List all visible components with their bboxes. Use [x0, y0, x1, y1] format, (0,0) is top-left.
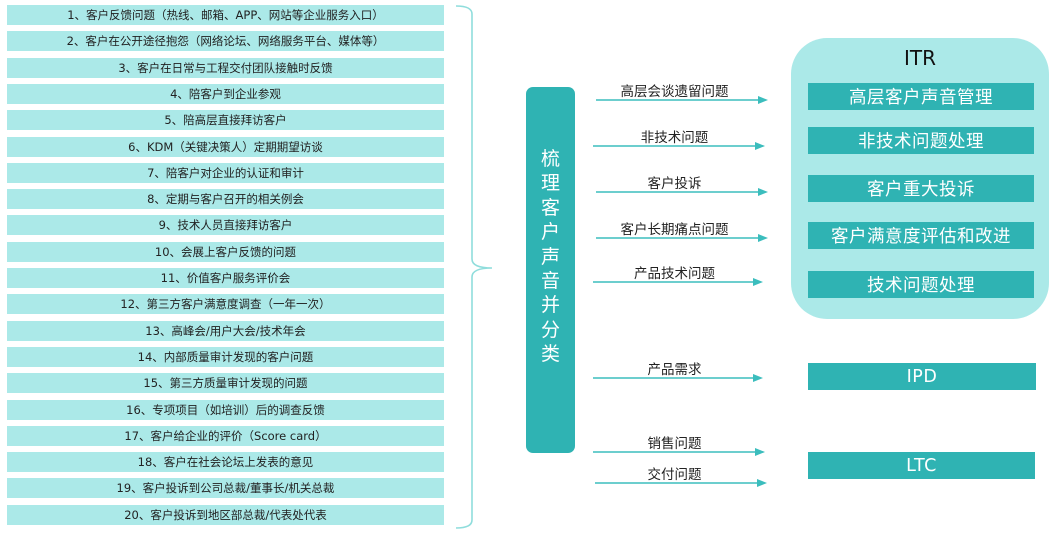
flow-arrow-complaint: 客户投诉: [593, 172, 768, 196]
source-item: 18、客户在社会论坛上发表的意见: [7, 452, 444, 473]
itr-item-satisfaction: 客户满意度评估和改进: [808, 222, 1034, 249]
arrow-right-icon: [593, 374, 763, 382]
arrow-right-icon: [593, 142, 765, 150]
arrow-right-icon: [595, 479, 767, 487]
arrow-right-icon: [596, 96, 768, 104]
itr-item-senior-voice: 高层客户声音管理: [808, 83, 1034, 110]
flow-label: 高层会谈遗留问题: [620, 84, 729, 100]
source-item: 8、定期与客户召开的相关例会: [7, 189, 444, 210]
flow-arrow-pain-points: 客户长期痛点问题: [593, 218, 768, 242]
source-item: 1、客户反馈问题（热线、邮箱、APP、网站等企业服务入口）: [7, 5, 444, 25]
source-item: 5、陪高层直接拜访客户: [7, 110, 444, 131]
flow-arrow-product-demand: 产品需求: [593, 358, 768, 382]
source-item: 13、高峰会/用户大会/技术年会: [7, 320, 444, 341]
flow-arrow-delivery: 交付问题: [593, 463, 768, 487]
source-item: 11、价值客户服务评价会: [7, 268, 444, 288]
flow-arrow-non-tech: 非技术问题: [593, 126, 768, 150]
source-item: 17、客户给企业的评价（Score card）: [7, 425, 444, 446]
ltc-box: LTC: [808, 452, 1035, 479]
flow-label: 客户投诉: [647, 176, 702, 192]
source-item: 20、客户投诉到地区部总裁/代表处代表: [7, 504, 444, 525]
flow-label: 产品需求: [647, 362, 702, 378]
itr-title: ITR: [903, 46, 936, 70]
source-item: 7、陪客户对企业的认证和审计: [7, 162, 444, 183]
source-item: 10、会展上客户反馈的问题: [7, 241, 444, 262]
source-item: 15、第三方质量审计发现的问题: [7, 373, 444, 394]
source-item: 12、第三方客户满意度调查（一年一次）: [7, 294, 444, 315]
source-item: 6、KDM（关键决策人）定期期望访谈: [7, 136, 444, 157]
itr-item-non-tech: 非技术问题处理: [808, 127, 1034, 154]
arrow-right-icon: [596, 188, 768, 196]
arrow-right-icon: [593, 278, 763, 286]
itr-item-tech-issue: 技术问题处理: [808, 271, 1034, 298]
source-item: 4、陪客户到企业参观: [7, 83, 444, 104]
flow-label: 客户长期痛点问题: [620, 222, 729, 238]
source-item: 9、技术人员直接拜访客户: [7, 215, 444, 236]
arrow-right-icon: [596, 234, 768, 242]
flow-label: 销售问题: [647, 436, 702, 452]
flow-label: 交付问题: [647, 467, 702, 483]
curly-bracket-icon: [455, 5, 493, 529]
classify-voice-label: 梳理客户声音并分类: [540, 148, 560, 366]
flow-arrow-product-tech: 产品技术问题: [593, 262, 768, 286]
itr-item-major-complaint: 客户重大投诉: [808, 175, 1034, 202]
source-item: 16、专项项目（如培训）后的调查反馈: [7, 399, 444, 420]
arrow-right-icon: [593, 448, 765, 456]
ipd-box: IPD: [808, 363, 1036, 390]
source-item: 3、客户在日常与工程交付团队接触时反馈: [7, 57, 444, 78]
flow-arrow-sales: 销售问题: [593, 432, 768, 456]
source-item: 2、客户在公开途径抱怨（网络论坛、网络服务平台、媒体等）: [7, 31, 444, 52]
flow-label: 非技术问题: [640, 130, 709, 146]
classify-voice-box: 梳理客户声音并分类: [526, 87, 575, 453]
source-item: 14、内部质量审计发现的客户问题: [7, 346, 444, 367]
flow-arrow-senior-issues: 高层会谈遗留问题: [593, 80, 768, 104]
source-item: 19、客户投诉到公司总裁/董事长/机关总裁: [7, 478, 444, 499]
flow-label: 产品技术问题: [634, 266, 715, 282]
